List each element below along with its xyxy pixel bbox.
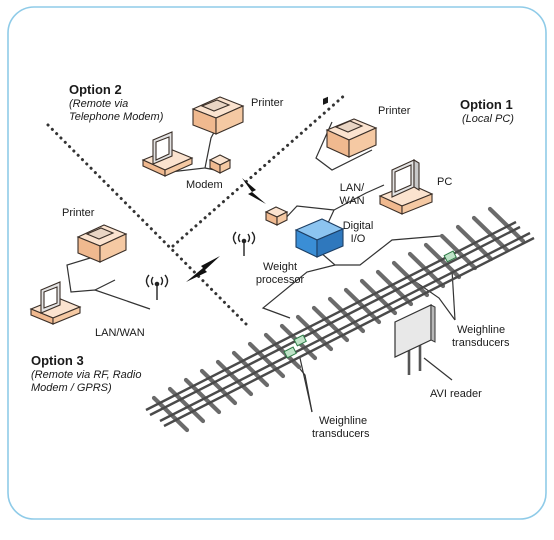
- weighline-bottom-label-line1: Weighline: [319, 415, 368, 427]
- option1-subtitle: (Local PC): [462, 113, 514, 125]
- diagram-frame: [7, 6, 547, 520]
- lan-wan-option3-label: LAN/WAN: [95, 327, 145, 339]
- printer-option2-icon: [191, 96, 245, 135]
- lightning-radio-icon: [186, 256, 220, 282]
- option3-title: Option 3: [31, 353, 84, 368]
- weight-processor-label-line2: processor: [255, 274, 305, 286]
- pc-label: PC: [437, 176, 453, 188]
- weight-processor-icon: [294, 96, 345, 258]
- lan-wan-label-line1: LAN/: [339, 182, 365, 194]
- digital-io-label-line1: Digital: [342, 220, 374, 232]
- printer-option2-label: Printer: [251, 97, 284, 109]
- avi-reader-label: AVI reader: [430, 388, 482, 400]
- printer-option1-icon: [325, 118, 378, 158]
- antenna-processor-icon: [232, 231, 256, 256]
- printer-option3-label: Printer: [62, 207, 95, 219]
- track-rails: [145, 220, 535, 428]
- railway-track: [145, 206, 535, 433]
- antenna-option3-icon: [145, 274, 169, 300]
- lightning-telephone-icon: [242, 178, 266, 204]
- pc-option3-icon: [29, 281, 82, 325]
- weighline-right-label-line2: transducers: [452, 337, 510, 349]
- pc-option2-icon: [141, 131, 194, 177]
- lan-wan-label-line2: WAN: [339, 195, 365, 207]
- option3-subtitle-line1: (Remote via RF, Radio: [31, 369, 142, 381]
- weighline-right-label-line1: Weighline: [457, 324, 506, 336]
- weighline-bottom-label-line2: transducers: [312, 428, 370, 440]
- avi-reader-icon: [394, 304, 436, 375]
- option2-subtitle-line1: (Remote via: [69, 98, 129, 110]
- option2-title: Option 2: [69, 82, 122, 97]
- option2-subtitle-line2: Telephone Modem): [69, 111, 164, 123]
- modem-label: Modem: [186, 179, 223, 191]
- option1-title: Option 1: [460, 97, 513, 112]
- option-separators: [46, 92, 348, 328]
- modem-icon: [208, 154, 232, 174]
- weighline-transducer-marks: [283, 250, 457, 359]
- printer-option3-icon: [76, 224, 128, 263]
- pc-option1-icon: [378, 159, 434, 215]
- printer-option1-label: Printer: [378, 105, 411, 117]
- digital-io-label-line2: I/O: [350, 233, 366, 245]
- processor-modem-icon: [264, 206, 289, 226]
- weight-processor-label-line1: Weight: [262, 261, 298, 273]
- option3-subtitle-line2: Modem / GPRS): [31, 382, 112, 394]
